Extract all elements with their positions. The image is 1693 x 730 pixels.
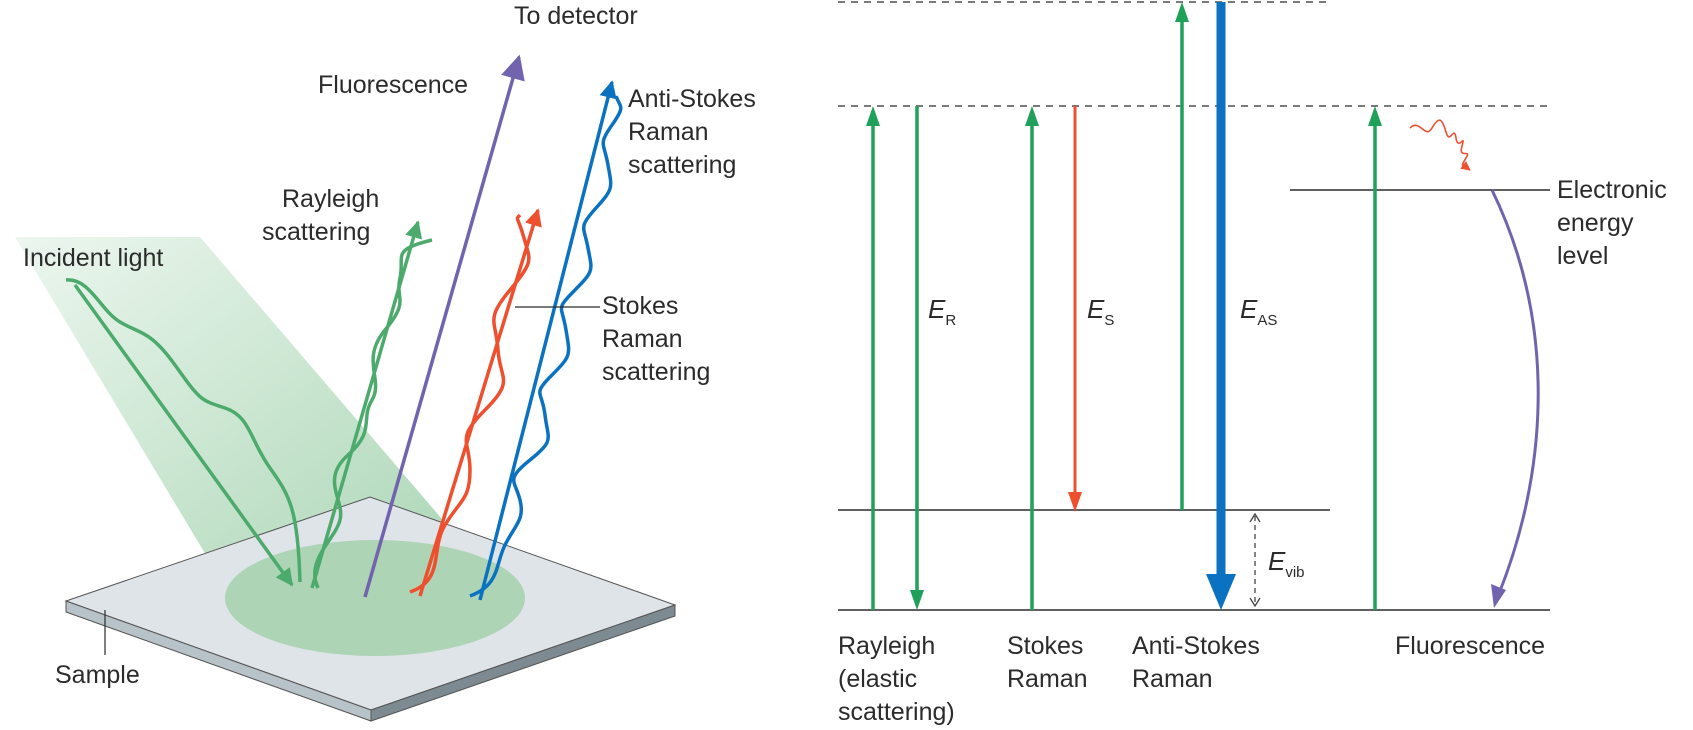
anti-stokes-label: Anti-Stokes Raman scattering xyxy=(628,85,763,179)
anti-stokes-scattered-wave xyxy=(469,80,623,601)
evib-arrow xyxy=(1249,512,1261,608)
stokes-down-arrow xyxy=(1068,106,1082,512)
incident-beam xyxy=(15,237,460,570)
rayleigh-bottom-label: Rayleigh (elastic scattering) xyxy=(838,632,955,726)
electronic-energy-level-label: Electronic energy level xyxy=(1557,176,1674,270)
es-symbol: ES xyxy=(1087,294,1114,329)
left-panel: To detector Fluorescence Anti-Stokes Ram… xyxy=(15,2,763,722)
rayleigh-label: Rayleigh scattering xyxy=(262,185,386,246)
anti-stokes-raman-bottom-label: Anti-Stokes Raman xyxy=(1132,632,1267,693)
eas-symbol: EAS xyxy=(1240,294,1277,329)
sample-slab xyxy=(64,496,677,722)
stokes-scattered-wave xyxy=(409,208,542,597)
to-detector-label: To detector xyxy=(514,2,638,30)
fluorescence-label: Fluorescence xyxy=(318,71,468,99)
right-panel: ER ES EAS Evib Electronic energy level R… xyxy=(838,1,1674,726)
sample-label: Sample xyxy=(55,661,140,689)
rayleigh-scattered-wave xyxy=(310,220,433,589)
fluorescence-emission-arrow xyxy=(1490,189,1540,608)
stokes-raman-label: Stokes Raman scattering xyxy=(602,292,710,386)
incident-light-label: Incident light xyxy=(23,244,163,272)
relaxation-squiggle xyxy=(1409,119,1471,171)
rayleigh-up-arrow xyxy=(866,106,880,610)
stokes-up-arrow xyxy=(1025,106,1039,610)
fluorescence-up-arrow xyxy=(1368,106,1382,610)
rayleigh-down-arrow xyxy=(910,106,924,610)
anti-stokes-up-arrow xyxy=(1175,2,1189,510)
er-symbol: ER xyxy=(928,294,956,329)
evib-symbol: Evib xyxy=(1268,546,1305,581)
stokes-raman-bottom-label: Stokes Raman xyxy=(1007,632,1090,693)
incident-light-wave xyxy=(65,278,302,587)
fluorescence-ray xyxy=(363,54,525,598)
anti-stokes-down-arrow xyxy=(1206,2,1236,610)
fluorescence-bottom-label: Fluorescence xyxy=(1395,632,1545,660)
